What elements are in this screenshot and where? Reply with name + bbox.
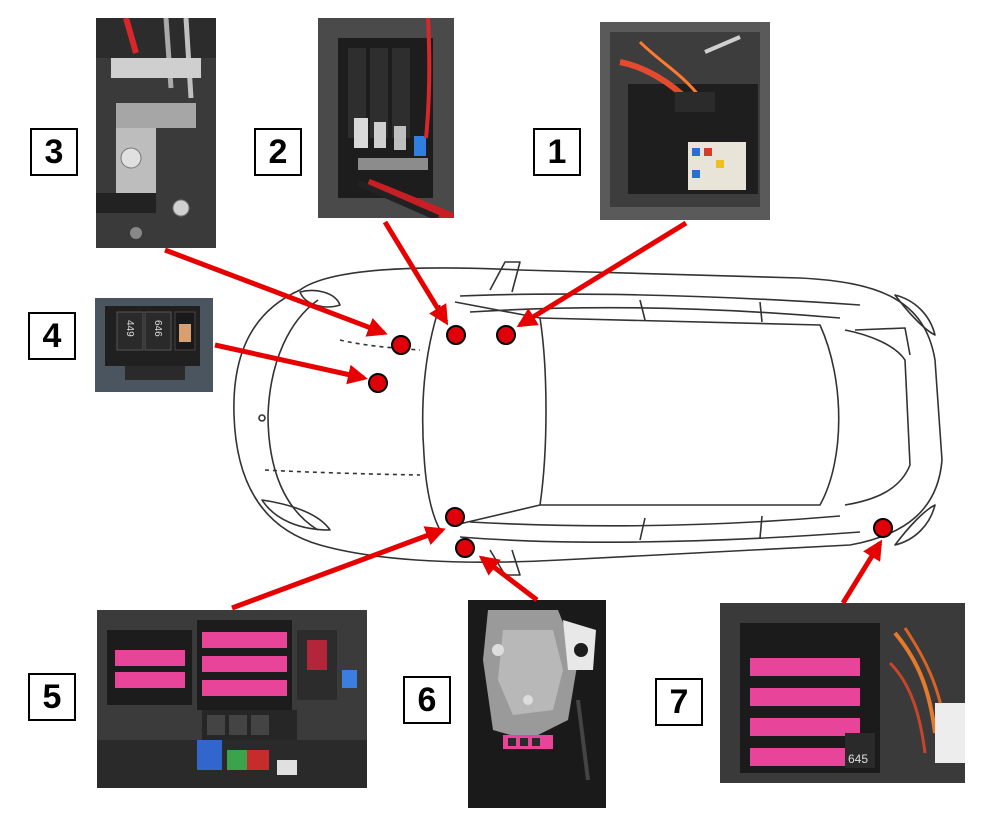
relay-code-1: 449 bbox=[124, 320, 135, 337]
photo-location-3 bbox=[96, 18, 216, 248]
location-label-5: 5 bbox=[28, 673, 76, 721]
location-label-3: 3 bbox=[30, 128, 78, 176]
photo-location-2 bbox=[318, 18, 454, 218]
photo-location-7: 645 bbox=[720, 603, 965, 783]
location-label-1: 1 bbox=[533, 128, 581, 176]
photo-location-1 bbox=[600, 22, 770, 220]
relay-code-2: 646 bbox=[152, 320, 163, 337]
photo-location-4: 449 646 bbox=[95, 298, 213, 392]
location-label-2: 2 bbox=[254, 128, 302, 176]
location-label-4: 4 bbox=[28, 312, 76, 360]
location-label-7: 7 bbox=[655, 678, 703, 726]
location-label-6: 6 bbox=[403, 676, 451, 724]
photo-location-6 bbox=[468, 600, 606, 808]
luggage-relay-code: 645 bbox=[848, 752, 868, 766]
photo-location-5 bbox=[97, 610, 367, 788]
